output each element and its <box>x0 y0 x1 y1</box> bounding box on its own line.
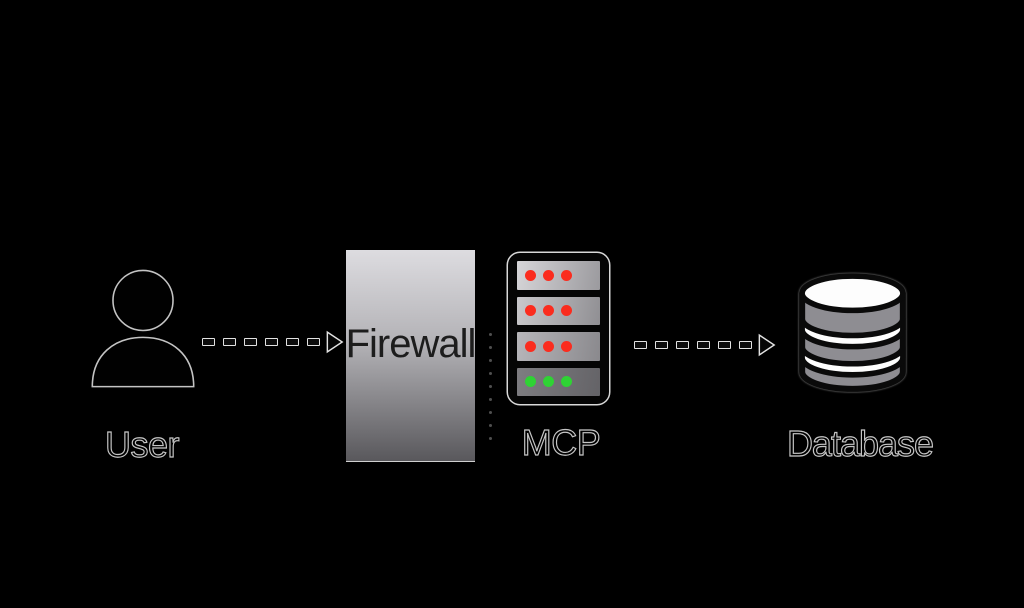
connector-dot <box>489 359 492 362</box>
server-tray <box>517 367 600 396</box>
led-indicator <box>561 340 572 352</box>
arrow-dash <box>676 341 689 349</box>
connector-dot <box>489 372 492 375</box>
led-indicator <box>561 269 572 281</box>
led-indicator <box>525 305 536 317</box>
arrow-head-icon <box>326 330 344 354</box>
arrow-dash <box>655 341 668 349</box>
connector-dot <box>489 398 492 401</box>
connector-dot <box>489 385 492 388</box>
arrow-user-to-firewall <box>202 329 344 355</box>
connector-dot <box>489 411 492 414</box>
server-trays <box>517 261 600 396</box>
arrow-head-icon <box>758 333 776 357</box>
firewall-mcp-connector-dots <box>489 333 492 440</box>
arrow-dashes <box>634 341 752 349</box>
database-cylinder-icon <box>799 273 906 392</box>
led-indicator <box>525 376 536 388</box>
led-indicator <box>525 269 536 281</box>
node-label-firewall: Firewall <box>345 322 477 366</box>
led-indicator <box>561 376 572 388</box>
person-icon <box>91 269 195 388</box>
node-label-mcp: MCP <box>521 421 601 463</box>
arrow-dash <box>202 338 215 346</box>
led-indicator <box>543 340 554 352</box>
arrow-dash <box>286 338 299 346</box>
arrow-dashes <box>202 338 320 346</box>
server-tray <box>517 296 600 325</box>
led-indicator <box>525 340 536 352</box>
node-label-database: Database <box>786 422 934 464</box>
arrow-dash <box>223 338 236 346</box>
server-tray <box>517 332 600 361</box>
server-rack-icon <box>508 253 609 404</box>
arrow-dash <box>634 341 647 349</box>
arrow-dash <box>265 338 278 346</box>
connector-dot <box>489 437 492 440</box>
firewall-box: Firewall <box>345 250 477 462</box>
led-indicator <box>543 376 554 388</box>
led-indicator <box>543 305 554 317</box>
arrow-mcp-to-database <box>634 332 776 358</box>
node-label-user: User <box>104 423 180 465</box>
arrow-dash <box>307 338 320 346</box>
led-indicator <box>543 269 554 281</box>
connector-dot <box>489 424 492 427</box>
connector-dot <box>489 333 492 336</box>
led-indicator <box>561 305 572 317</box>
server-tray <box>517 261 600 290</box>
arrow-dash <box>244 338 257 346</box>
arrow-dash <box>718 341 731 349</box>
arrow-dash <box>739 341 752 349</box>
connector-dot <box>489 346 492 349</box>
arrow-dash <box>697 341 710 349</box>
